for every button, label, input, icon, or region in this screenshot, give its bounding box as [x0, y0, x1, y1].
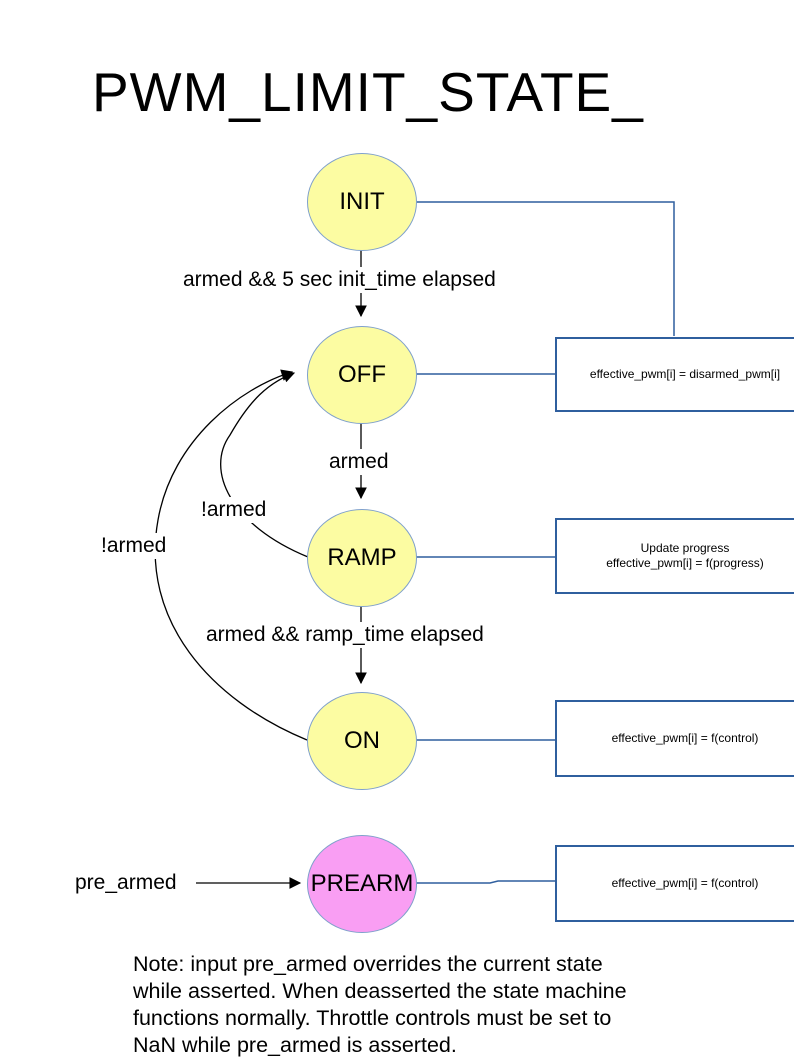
label-prearm-input: pre_armed [72, 870, 180, 896]
state-prearm: PREARM [307, 835, 417, 933]
page-title: PWM_LIMIT_STATE_ [92, 61, 644, 123]
action-box-prearm: effective_pwm[i] = f(control) [555, 845, 794, 922]
action-box-on: effective_pwm[i] = f(control) [555, 700, 794, 777]
state-ramp: RAMP [307, 509, 417, 607]
action-box-ramp: Update progress effective_pwm[i] = f(pro… [555, 518, 794, 594]
label-init-to-off: armed && 5 sec init_time elapsed [180, 267, 499, 293]
label-ramp-to-off: !armed [198, 497, 270, 523]
edge-on-off-arc [154, 369, 308, 741]
label-ramp-to-on: armed && ramp_time elapsed [203, 622, 487, 648]
state-off: OFF [307, 326, 417, 424]
label-on-to-off: !armed [98, 533, 170, 559]
edge-ramp-off-arc [220, 371, 309, 558]
note-text: Note: input pre_armed overrides the curr… [133, 952, 627, 1057]
edge-prearm-to-box [414, 880, 555, 884]
edge-init-to-offbox [415, 201, 675, 336]
state-init: INIT [307, 153, 417, 251]
action-box-off: effective_pwm[i] = disarmed_pwm[i] [555, 337, 794, 412]
state-on: ON [307, 692, 417, 790]
label-off-to-ramp: armed [326, 449, 392, 475]
